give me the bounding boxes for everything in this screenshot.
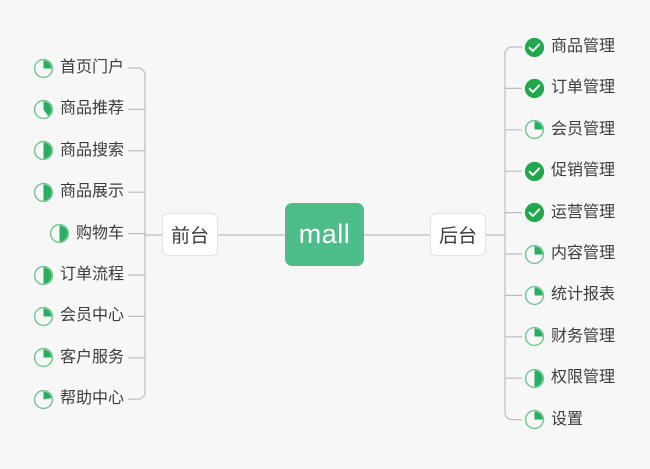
- pie-progress-icon: [524, 327, 545, 347]
- check-circle-icon: [524, 78, 545, 99]
- leaf-item[interactable]: 设置: [524, 407, 583, 433]
- leaf-item-label: 商品展示: [59, 183, 124, 201]
- pie-progress-icon: [524, 368, 545, 388]
- leaf-item[interactable]: 帮助中心: [33, 386, 124, 412]
- leaf-item[interactable]: 首页门户: [33, 55, 124, 81]
- leaf-item[interactable]: 会员中心: [33, 303, 124, 329]
- leaf-item-label: 统计报表: [551, 286, 616, 304]
- leaf-item[interactable]: 运营管理: [524, 200, 615, 226]
- leaf-item[interactable]: 内容管理: [524, 241, 615, 267]
- check-circle-icon: [524, 202, 545, 223]
- pie-progress-icon: [33, 58, 54, 78]
- leaf-item[interactable]: 订单流程: [33, 262, 124, 288]
- leaf-item[interactable]: 权限管理: [524, 365, 615, 391]
- pie-progress-icon: [33, 99, 54, 120]
- leaf-item-label: 促销管理: [551, 162, 616, 180]
- leaf-item-label: 订单管理: [551, 79, 616, 97]
- leaf-item[interactable]: 统计报表: [524, 282, 615, 308]
- leaf-item[interactable]: 财务管理: [524, 324, 615, 350]
- leaf-item-label: 帮助中心: [59, 390, 124, 408]
- root-node-label: mall: [298, 219, 351, 249]
- leaf-item[interactable]: 商品展示: [33, 179, 124, 205]
- pie-progress-icon: [33, 141, 54, 161]
- leaf-item-label: 会员管理: [551, 120, 616, 138]
- leaf-item-label: 会员中心: [59, 307, 124, 325]
- pie-progress-icon: [524, 285, 545, 306]
- leaf-item-label: 商品推荐: [59, 100, 124, 118]
- root-node-mall[interactable]: mall: [285, 203, 364, 266]
- branch-node-backend[interactable]: 后台: [430, 213, 486, 256]
- leaf-item[interactable]: 商品推荐: [33, 96, 124, 122]
- leaf-item-label: 客户服务: [59, 348, 124, 366]
- check-circle-icon: [524, 37, 545, 57]
- pie-progress-icon: [49, 223, 70, 244]
- leaf-item-label: 首页门户: [59, 59, 124, 76]
- leaf-item-label: 财务管理: [551, 327, 616, 345]
- leaf-item-label: 订单流程: [59, 266, 124, 283]
- pie-progress-icon: [33, 348, 54, 368]
- check-circle-icon: [524, 161, 545, 181]
- leaf-item-label: 设置: [551, 410, 584, 428]
- leaf-item[interactable]: 会员管理: [524, 117, 615, 143]
- leaf-item[interactable]: 促销管理: [524, 158, 615, 184]
- pie-progress-icon: [524, 409, 545, 430]
- leaf-item-label: 购物车: [75, 224, 124, 242]
- pie-progress-icon: [33, 182, 54, 202]
- pie-progress-icon: [33, 306, 54, 327]
- leaf-item-label: 运营管理: [551, 203, 616, 221]
- branch-node-frontend[interactable]: 前台: [162, 213, 218, 256]
- pie-progress-icon: [33, 389, 54, 409]
- leaf-item[interactable]: 商品搜索: [33, 138, 124, 164]
- leaf-item-label: 权限管理: [551, 369, 616, 387]
- branch-node-label: 前台: [170, 226, 209, 247]
- leaf-item[interactable]: 客户服务: [33, 345, 124, 371]
- pie-progress-icon: [524, 120, 545, 140]
- leaf-item[interactable]: 订单管理: [524, 75, 615, 101]
- leaf-item[interactable]: 购物车: [49, 221, 124, 247]
- leaf-item[interactable]: 商品管理: [524, 34, 615, 60]
- branch-node-label: 后台: [438, 226, 477, 247]
- leaf-item-label: 商品搜索: [59, 141, 124, 159]
- leaf-item-label: 内容管理: [551, 245, 616, 262]
- pie-progress-icon: [33, 265, 54, 285]
- pie-progress-icon: [524, 244, 545, 264]
- leaf-item-label: 商品管理: [551, 38, 616, 55]
